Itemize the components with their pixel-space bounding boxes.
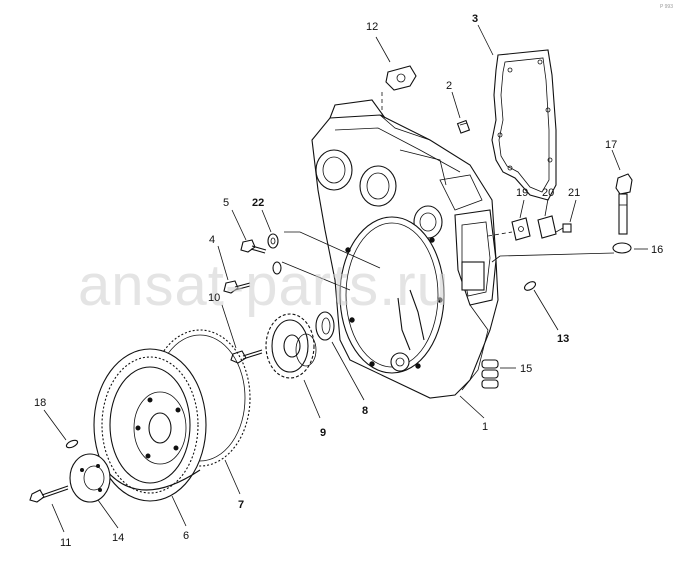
callout-12: 12	[366, 21, 378, 33]
dowel-pin-part-18	[65, 439, 79, 449]
callout-22: 22	[252, 197, 264, 209]
gasket-part-20	[537, 215, 557, 239]
shims-part-15	[481, 359, 499, 389]
hub-part-14	[69, 453, 111, 503]
gear-housing-part-1	[311, 99, 499, 399]
callout-18: 18	[34, 397, 46, 409]
callout-15: 15	[520, 363, 532, 375]
gear-part-9	[265, 313, 317, 379]
callout-6: 6	[183, 530, 189, 542]
callout-1: 1	[482, 421, 488, 433]
oil-seal-part-8	[315, 311, 335, 341]
cover-plate-part-12	[381, 65, 417, 118]
callout-7: 7	[238, 499, 244, 511]
callout-4: 4	[209, 234, 215, 246]
callout-20: 20	[542, 187, 554, 199]
corner-mark: P 993	[660, 4, 673, 10]
callout-17: 17	[605, 139, 617, 151]
pin-part-13	[523, 281, 537, 291]
gasket-part-3	[491, 49, 557, 201]
callout-3: 3	[472, 13, 478, 25]
long-bolt-part-17	[615, 173, 633, 235]
assembly-line-22	[284, 231, 381, 269]
callout-8: 8	[362, 405, 368, 417]
watermark: ansat-parts.ru	[78, 253, 450, 318]
callout-16: 16	[651, 244, 663, 256]
washer-part-22	[267, 233, 282, 275]
bolt-part-10	[230, 349, 263, 364]
callout-10: 10	[208, 292, 220, 304]
callout-19: 19	[516, 187, 528, 199]
callout-2: 2	[446, 80, 452, 92]
callout-9: 9	[320, 427, 326, 439]
callout-11: 11	[60, 537, 71, 549]
plug-part-2	[456, 119, 471, 134]
bolt-part-11	[29, 485, 69, 503]
callout-21: 21	[568, 187, 580, 199]
bolt-part-21	[555, 223, 572, 233]
cover-part-19	[511, 217, 531, 241]
flywheel-part-6	[93, 348, 207, 502]
callout-5: 5	[223, 197, 229, 209]
washer-part-16	[612, 242, 632, 254]
callout-13: 13	[557, 333, 569, 345]
bolt-part-5	[240, 239, 267, 254]
bolt-part-4	[223, 280, 251, 294]
assembly-line-bolt-17	[499, 252, 615, 257]
leader-lines	[43, 24, 648, 533]
callout-14: 14	[112, 532, 124, 544]
